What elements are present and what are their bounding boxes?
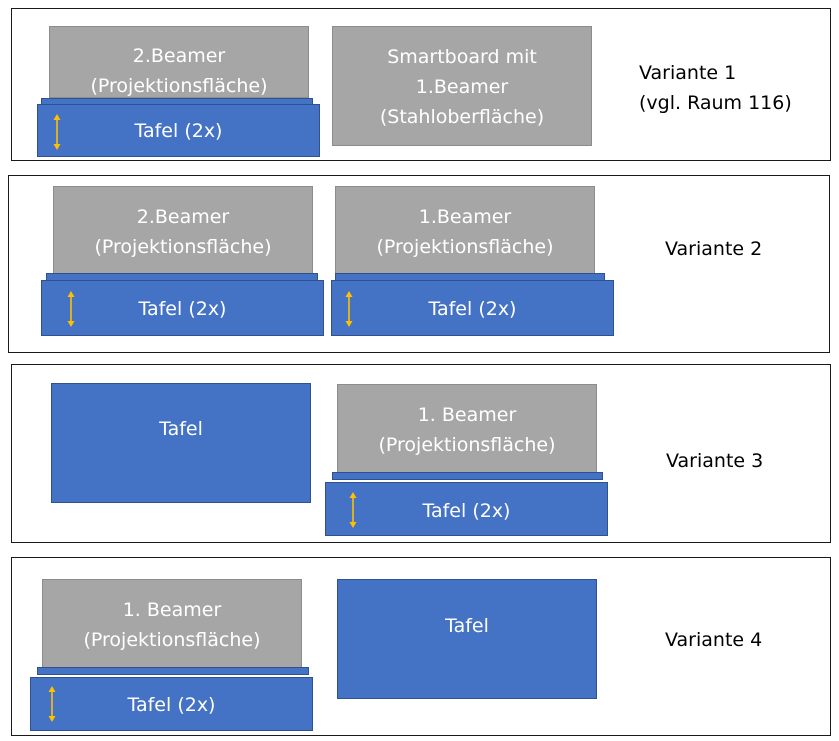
variant-3-board-back-strip	[332, 472, 603, 480]
double-arrow-vertical-icon	[67, 291, 75, 327]
variant-4-board-label: Tafel (2x)	[127, 694, 216, 716]
variant-1-smartboard: Smartboard mit 1.Beamer (Stahloberfläche…	[332, 26, 592, 146]
variant-4-board-back-strip	[37, 667, 309, 675]
double-arrow-vertical-icon	[48, 686, 56, 722]
variant-3-first-beamer-area: 1. Beamer (Projektionsfläche)	[337, 384, 597, 473]
variant-4-board-double: Tafel (2x)	[30, 677, 313, 731]
variant-4-single-board-label: Tafel	[445, 615, 489, 637]
double-arrow-vertical-icon	[349, 492, 357, 528]
variant-1-label: Variante 1 (vgl. Raum 116)	[639, 62, 792, 114]
variant-2-left-board-double: Tafel (2x)	[41, 280, 324, 336]
variant-2-right-board-double: Tafel (2x)	[331, 280, 614, 336]
variant-2-second-beamer-area: 2.Beamer (Projektionsfläche)	[53, 186, 313, 274]
variant-2-left-board-label: Tafel (2x)	[138, 298, 227, 320]
variant-3-single-board-label: Tafel	[159, 418, 203, 440]
variant-3-board-label: Tafel (2x)	[422, 500, 511, 522]
variant-2-first-beamer-area: 1.Beamer (Projektionsfläche)	[335, 186, 595, 274]
variant-1-board-label: Tafel (2x)	[134, 120, 223, 142]
variant-3-single-board: Tafel	[51, 383, 311, 503]
variant-4-label: Variante 4	[665, 629, 763, 651]
variant-1-second-beamer-area: 2.Beamer (Projektionsfläche)	[49, 26, 309, 98]
variant-3-label: Variante 3	[666, 450, 764, 472]
variant-2-label: Variante 2	[665, 238, 763, 260]
variant-1-board-double: Tafel (2x)	[37, 104, 320, 157]
double-arrow-vertical-icon	[345, 291, 353, 327]
variant-2-right-board-label: Tafel (2x)	[428, 298, 517, 320]
variant-3-board-double: Tafel (2x)	[325, 482, 608, 536]
variant-4-first-beamer-area: 1. Beamer (Projektionsfläche)	[42, 579, 302, 668]
double-arrow-vertical-icon	[53, 114, 61, 150]
variant-4-single-board: Tafel	[337, 579, 597, 699]
